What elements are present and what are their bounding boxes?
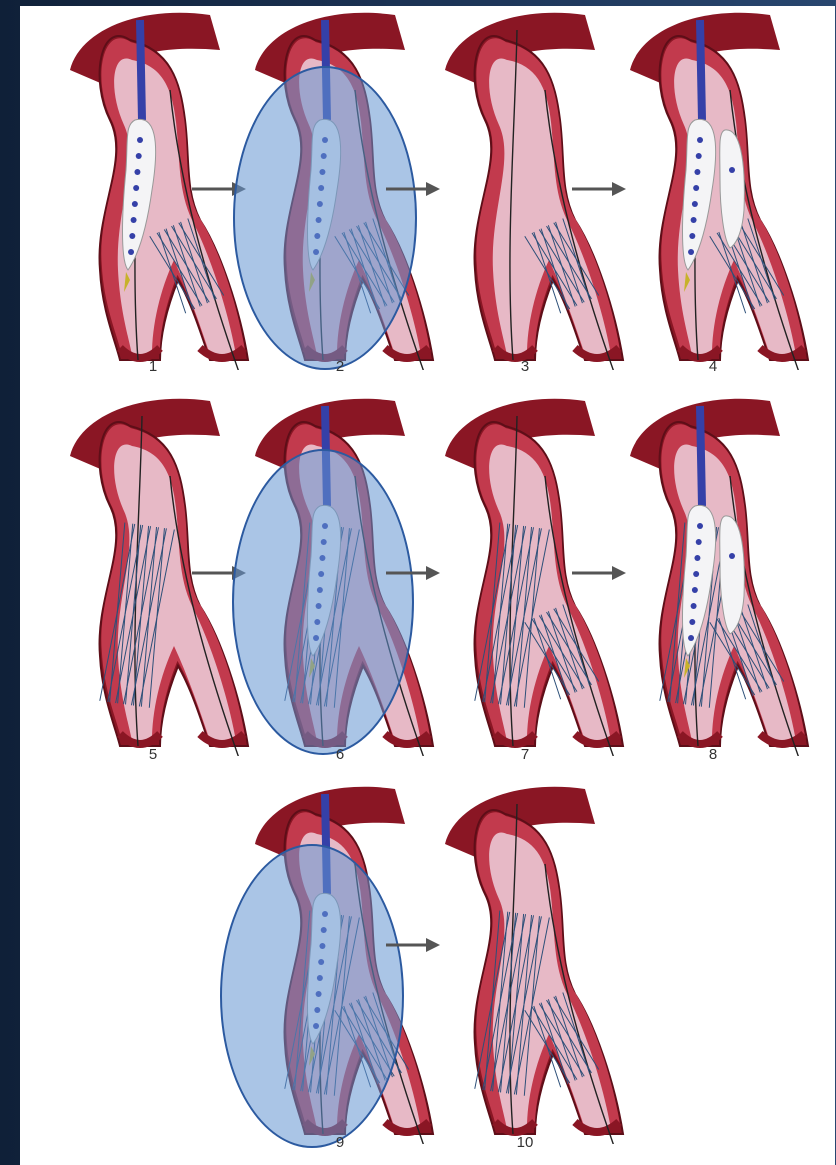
balloon-marker: [128, 249, 134, 255]
step-3-label: 3: [510, 358, 540, 375]
step-4-panel: [620, 10, 810, 370]
step-9-label: 9: [325, 1134, 355, 1151]
balloon-marker: [693, 571, 699, 577]
highlight-ellipse: [220, 844, 404, 1148]
step-6-label: 6: [325, 746, 355, 763]
step-10-panel: [435, 784, 625, 1144]
balloon-marker: [694, 555, 700, 561]
balloon-marker: [691, 217, 697, 223]
catheter-shaft: [700, 406, 702, 506]
balloon-marker: [696, 153, 702, 159]
figure-canvas: 1 2 3 4 5 6 7 8 9 10: [20, 6, 835, 1165]
balloon-marker: [137, 137, 143, 143]
balloon-marker: [689, 619, 695, 625]
balloon-marker: [697, 137, 703, 143]
step-10-label: 10: [510, 1134, 540, 1151]
step-8-panel: [620, 396, 810, 756]
balloon-marker: [691, 603, 697, 609]
highlight-ellipse: [232, 449, 414, 755]
right-arrow-icon: [386, 182, 440, 196]
catheter-shaft: [140, 20, 142, 120]
right-arrow-icon: [572, 182, 626, 196]
balloon-marker: [692, 201, 698, 207]
balloon-marker: [134, 169, 140, 175]
catheter-shaft: [700, 20, 702, 120]
balloon-marker: [689, 233, 695, 239]
balloon-marker: [131, 217, 137, 223]
balloon-marker: [132, 201, 138, 207]
balloon-marker: [692, 587, 698, 593]
balloon-marker: [129, 233, 135, 239]
balloon-marker: [693, 185, 699, 191]
right-arrow-icon: [572, 566, 626, 580]
balloon-marker: [133, 185, 139, 191]
balloon-marker: [696, 539, 702, 545]
step-8-label: 8: [698, 746, 728, 763]
highlight-ellipse: [233, 66, 417, 370]
bifurcation-vessel-illustration: [620, 396, 810, 756]
step-7-label: 7: [510, 746, 540, 763]
right-arrow-icon: [386, 938, 440, 952]
balloon-marker: [136, 153, 142, 159]
step-1-label: 1: [138, 358, 168, 375]
step-5-label: 5: [138, 746, 168, 763]
bifurcation-vessel-illustration: [435, 784, 625, 1144]
step-2-label: 2: [325, 358, 355, 375]
balloon-marker: [729, 553, 735, 559]
balloon-marker: [697, 523, 703, 529]
balloon-marker: [729, 167, 735, 173]
step-4-label: 4: [698, 358, 728, 375]
right-arrow-icon: [386, 566, 440, 580]
balloon-marker: [688, 249, 694, 255]
balloon-marker: [688, 635, 694, 641]
balloon-marker: [694, 169, 700, 175]
bifurcation-vessel-illustration: [620, 10, 810, 370]
